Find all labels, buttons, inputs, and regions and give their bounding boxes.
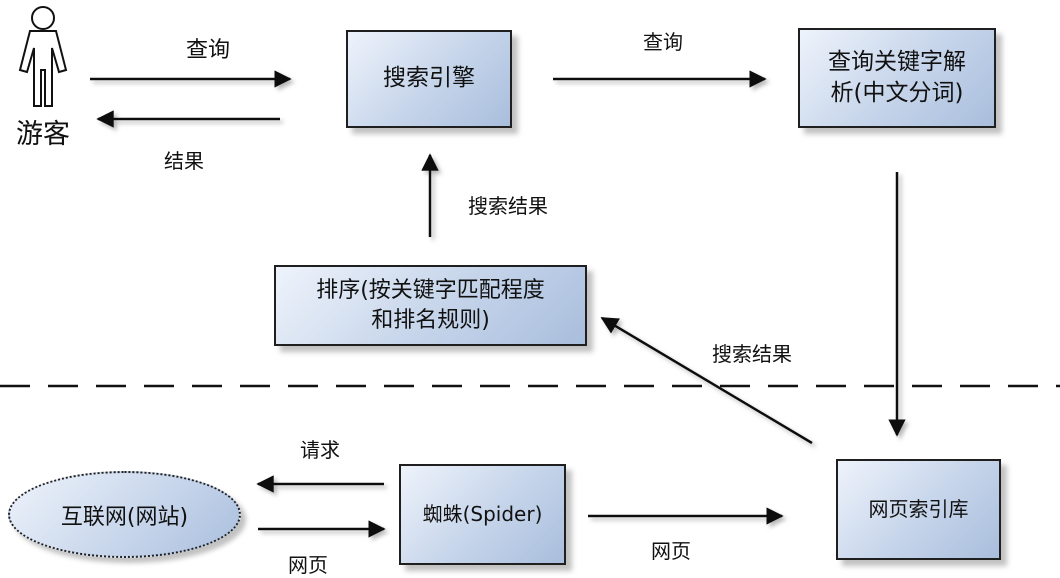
edge-label-request: 请求 [300, 438, 340, 462]
index-label: 网页索引库 [868, 497, 969, 521]
search-engine-label: 搜索引擎 [383, 65, 475, 92]
edge-label-result: 结果 [164, 149, 204, 173]
query-parse-node: 查询关键字解 析(中文分词) [798, 28, 996, 128]
edge-label-webpage-internet: 网页 [288, 553, 328, 577]
spider-node: 蜘蛛(Spider) [399, 464, 566, 565]
internet-label: 互联网(网站) [60, 504, 189, 530]
edge-label-query-user: 查询 [186, 38, 231, 63]
ranking-label-line1: 排序(按关键字匹配程度 [316, 277, 545, 303]
edge-label-search-result-index: 搜索结果 [712, 342, 792, 366]
spider-label: 蜘蛛(Spider) [422, 502, 543, 526]
actor-label: 游客 [16, 119, 70, 150]
user-actor-icon [18, 6, 68, 107]
arrow-index-to-ranking [600, 316, 813, 445]
search-engine-node: 搜索引擎 [346, 30, 512, 128]
ranking-label-line2: 和排名规则) [371, 307, 490, 333]
query-parse-label-line1: 查询关键字解 [828, 48, 966, 75]
edge-label-search-result-ranking: 搜索结果 [468, 194, 548, 218]
edge-label-query-engine: 查询 [643, 30, 683, 54]
ranking-node: 排序(按关键字匹配程度 和排名规则) [274, 265, 587, 346]
query-parse-label-line2: 析(中文分词) [830, 80, 964, 106]
internet-node: 互联网(网站) [8, 471, 241, 558]
edge-label-webpage-index: 网页 [651, 539, 691, 563]
index-node: 网页索引库 [836, 459, 1001, 560]
